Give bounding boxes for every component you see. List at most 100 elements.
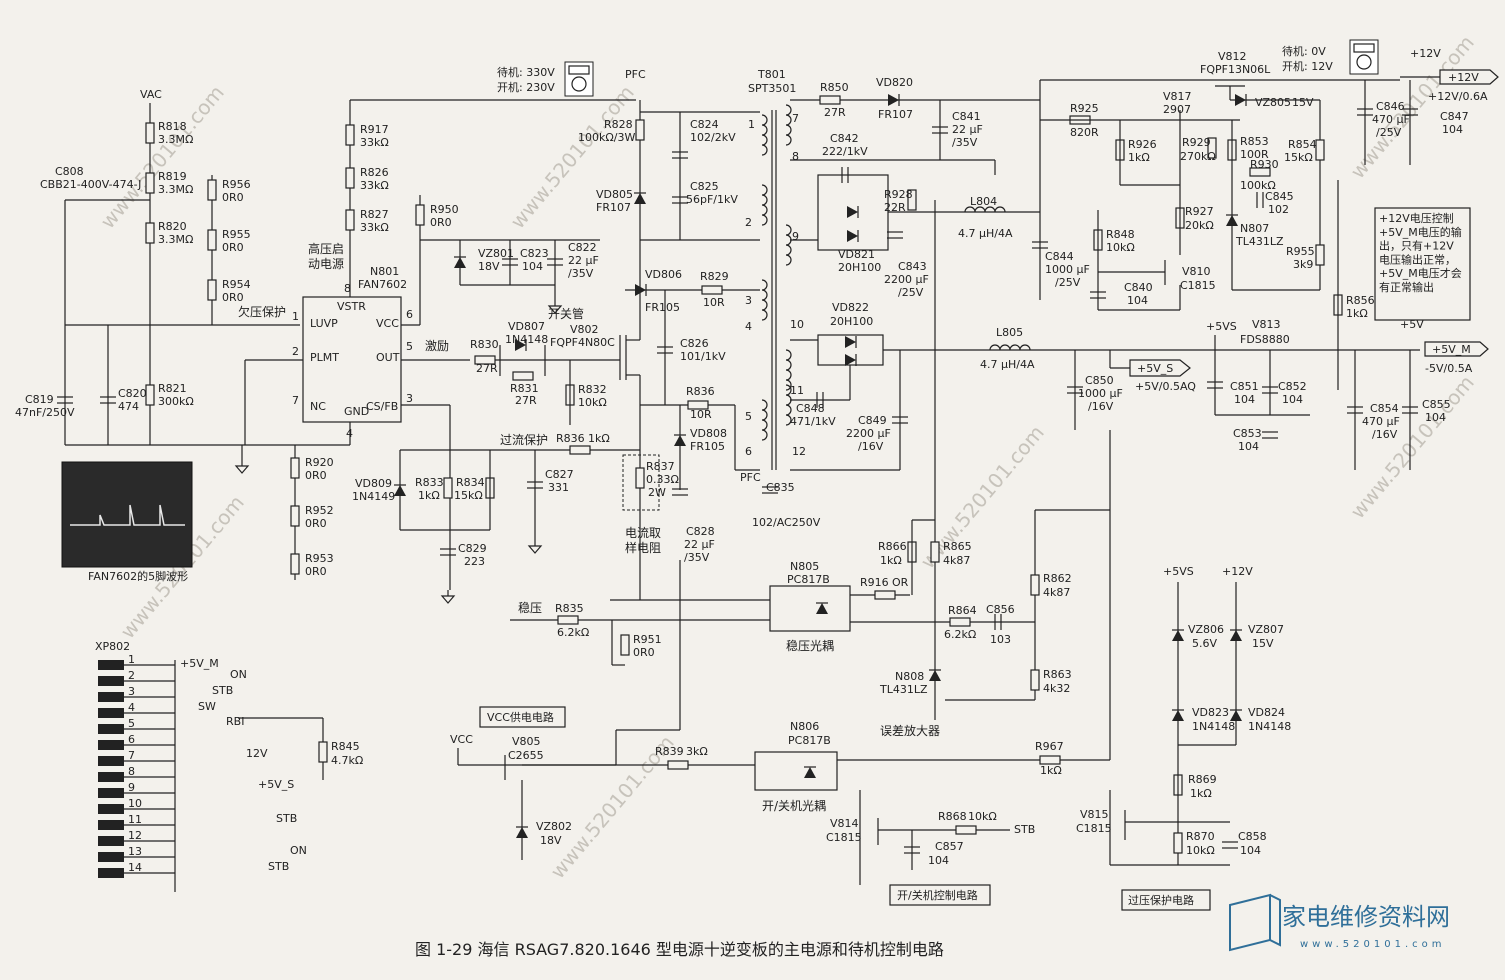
ovp-12v-label: +12V (1222, 565, 1253, 578)
v802-ref: V802 (570, 323, 599, 336)
v813-val: FDS8880 (1240, 333, 1290, 346)
connector-pin-number: 13 (128, 845, 142, 858)
r821-ref: R821 (158, 382, 187, 395)
r866-ref: R866 (878, 540, 907, 553)
logo-title: 家电维修资料网 (1282, 903, 1450, 931)
c822-val1: 22 μF (568, 254, 599, 267)
vd821-val: 20H100 (838, 261, 881, 274)
r836b-ref: R836 (556, 432, 585, 445)
r829-ref: R829 (700, 270, 729, 283)
connector-pin-number: 8 (128, 765, 135, 778)
xp-on2: ON (290, 844, 307, 857)
r834-ref: R834 (456, 476, 485, 489)
l804-val: 4.7 μH/4A (958, 227, 1013, 240)
c845-val: 102 (1268, 203, 1289, 216)
t-pin-4: 4 (745, 320, 752, 333)
v814-val: C1815 (826, 831, 862, 844)
r925-val: 820R (1070, 126, 1099, 139)
r837-pwr: 2W (648, 486, 666, 499)
t-pin-11: 11 (790, 384, 804, 397)
vd820-val: FR107 (878, 108, 913, 121)
c848-val: 471/1kV (790, 415, 836, 428)
r836a-ref: R836 (686, 385, 715, 398)
c846-val1: 470 μF (1372, 113, 1410, 126)
connector-pin (98, 692, 124, 702)
opto-n806 (754, 751, 838, 791)
connector-pin-number: 5 (128, 717, 135, 730)
xp-on: ON (230, 668, 247, 681)
r870-ref: R870 (1186, 830, 1215, 843)
r819-val: 3.3MΩ (158, 183, 193, 196)
feedback-section: 稳压 R835 6.2kΩ R951 0R0 N805 PC817B 稳压光耦 … (510, 200, 1111, 760)
hv-start-label: 高压启 动电源 (308, 241, 348, 271)
tag-12v-text: +12V (1448, 71, 1479, 84)
r926-val: 1kΩ (1128, 151, 1150, 164)
r929-val: 270kΩ (1180, 150, 1216, 163)
vd822-ref: VD822 (832, 301, 869, 314)
connector-pin-number: 7 (128, 749, 135, 762)
oc-protect-label: 过流保护 (500, 433, 548, 447)
book-icon (1229, 893, 1271, 952)
r854-val: 15kΩ (1284, 151, 1313, 164)
tag-5v-s (1129, 359, 1191, 377)
r955-ref: R955 (222, 228, 251, 241)
r831-ref: R831 (510, 382, 539, 395)
c828-ref: C828 (686, 525, 715, 538)
c840-ref: C840 (1124, 281, 1153, 294)
r827-ref: R827 (360, 208, 389, 221)
vac-label: VAC (140, 88, 162, 101)
connector-pin (98, 788, 124, 798)
r917-val: 33kΩ (360, 136, 389, 149)
tag-5v-m (1424, 341, 1489, 357)
l804-ref: L804 (970, 195, 997, 208)
v812-ref: V812 (1218, 50, 1247, 63)
t-pin-10: 10 (790, 318, 804, 331)
r920-val: 0R0 (305, 469, 327, 482)
vd805-ref: VD805 (596, 188, 633, 201)
rail-5vs-label: +5VS (1206, 320, 1237, 333)
r863-ref: R863 (1043, 668, 1072, 681)
tag-5v-m-text: +5V_M (1432, 343, 1471, 356)
r829-val: 10R (703, 296, 725, 309)
r827-val: 33kΩ (360, 221, 389, 234)
v810-ref: V810 (1182, 265, 1211, 278)
c844-val2: /25V (1055, 276, 1081, 289)
connector-pin-number: 4 (128, 701, 135, 714)
xp-5v-s: +5V_S (258, 778, 294, 791)
pin-plmt: PLMT (310, 351, 339, 364)
logo-url: www.520101.com (1300, 939, 1446, 950)
onoff-ctrl-label: 开/关机控制电路 (897, 888, 978, 902)
r863-val: 4k32 (1043, 682, 1070, 695)
r830-val: 27R (476, 362, 498, 375)
xp-stb2: STB (276, 812, 297, 825)
c841-ref: C841 (952, 110, 981, 123)
n806-ref: N806 (790, 720, 819, 733)
c823-ref: C823 (520, 247, 549, 260)
l805-ref: L805 (996, 326, 1023, 339)
note-box (1374, 207, 1471, 321)
vz807-val: 15V (1252, 637, 1274, 650)
n801-part: FAN7602 (358, 278, 407, 291)
osc-caption: FAN7602的5脚波形 (88, 569, 188, 583)
onoff-ctrl-box (889, 884, 991, 906)
r835-val: 6.2kΩ (557, 626, 589, 639)
drive-label: 激励 (425, 339, 449, 353)
c819-val: 47nF/250V (15, 406, 75, 419)
vd805-val: FR107 (596, 201, 631, 214)
v817-val: 2907 (1163, 103, 1191, 116)
current-sense-label: 电流取样电阻 (625, 526, 661, 555)
c819-ref: C819 (25, 393, 54, 406)
c847-ref: C847 (1440, 110, 1469, 123)
r828-ref: R828 (604, 118, 633, 131)
c853-ref: C853 (1233, 427, 1262, 440)
r929-ref: R929 (1182, 136, 1211, 149)
r865-val: 4k87 (943, 554, 970, 567)
r954-ref: R954 (222, 278, 251, 291)
c828-val1: 22 μF (684, 538, 715, 551)
rail-5v-label: +5V (1400, 318, 1424, 331)
c823-val: 104 (522, 260, 543, 273)
c855-ref: C855 (1422, 398, 1451, 411)
r835-ref: R835 (555, 602, 584, 615)
pin-5: 5 (406, 340, 413, 353)
r869-ref: R869 (1188, 773, 1217, 786)
